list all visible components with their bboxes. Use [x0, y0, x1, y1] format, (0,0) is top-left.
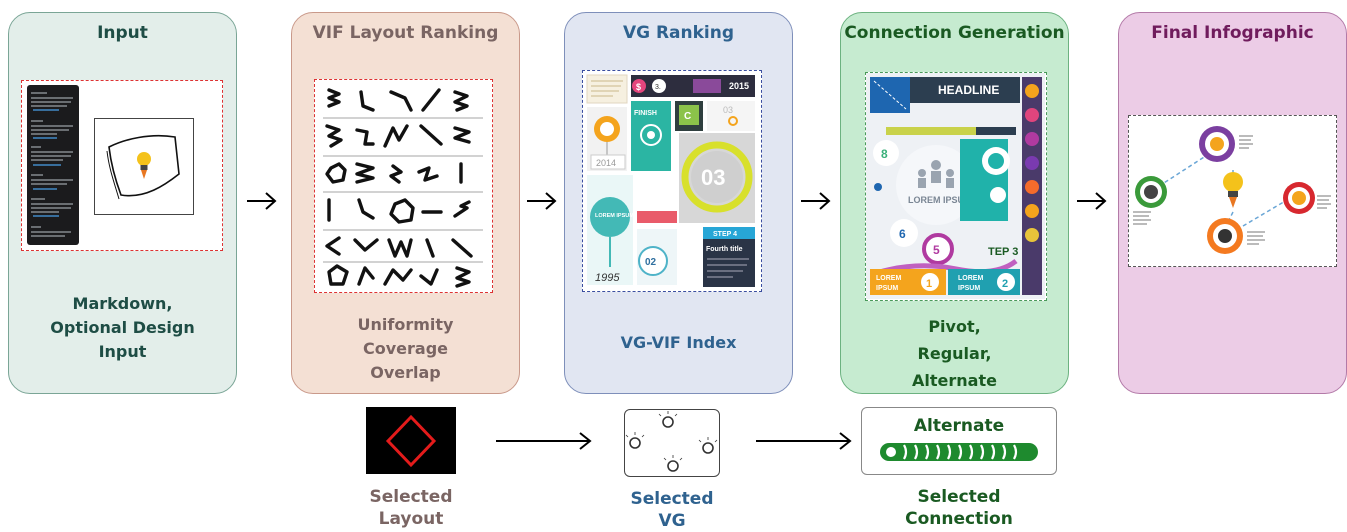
- connection-type-label: Alternate: [913, 416, 1005, 436]
- panel-title: Input: [97, 23, 148, 43]
- gear-icon: [1283, 182, 1315, 214]
- label-line: Selected: [369, 487, 453, 507]
- body-line: Markdown,: [72, 294, 173, 313]
- vg-year-label: 2015: [729, 81, 749, 91]
- markdown-editor: [27, 85, 79, 245]
- vg-badge-number: 02: [645, 257, 657, 268]
- panel-title: Connection Generation: [844, 23, 1065, 43]
- flow-arrow: [247, 192, 277, 210]
- vg-year-label: 1995: [595, 272, 620, 284]
- gear-icon: [1207, 218, 1243, 254]
- panel-title: VG Ranking: [622, 23, 735, 43]
- flow-arrow: [756, 432, 852, 450]
- conn-lorem-b: LOREM: [958, 275, 983, 282]
- body-line: Optional Design: [50, 318, 195, 337]
- svg-text:$: $: [636, 82, 641, 92]
- vg-collage: $ 3. 2015 2014 FINISH C 03: [582, 70, 762, 292]
- gear-icon: [1135, 176, 1167, 208]
- panel-body: Markdown, Optional Design Input: [9, 292, 236, 364]
- sketch-drawing: [106, 134, 180, 200]
- flow-arrow: [801, 192, 831, 210]
- panel-title: VIF Layout Ranking: [312, 23, 499, 43]
- selected-layout-label: Selected Layout: [340, 486, 482, 530]
- selected-connection-label: Selected Connection: [866, 486, 1052, 530]
- conn-lorem-a: LOREM: [876, 275, 901, 282]
- connection-thumbnails: HEADLINE 8: [866, 73, 1045, 299]
- selected-layout-thumb: [366, 407, 456, 474]
- design-sketch: [94, 118, 194, 215]
- vg-step-label: STEP 4: [713, 231, 737, 238]
- svg-text:3.: 3.: [655, 84, 661, 91]
- selected-connection-thumb: Alternate: [861, 407, 1057, 475]
- conn-headline: HEADLINE: [938, 83, 999, 97]
- body-line: Uniformity: [357, 315, 454, 334]
- label-line: Selected: [917, 487, 1001, 507]
- diamond-layout-shape: [385, 414, 437, 468]
- vg-fourth-title: Fourth title: [706, 246, 743, 253]
- conn-number: 2: [1002, 278, 1008, 290]
- vg-points: [625, 411, 718, 472]
- body-line: Coverage: [362, 339, 448, 358]
- vg-year-label: 2014: [596, 158, 616, 168]
- layout-grid: [314, 79, 493, 293]
- panel-vif-layout-ranking: VIF Layout Ranking: [291, 12, 520, 394]
- body-line: VG-VIF Index: [620, 333, 737, 352]
- conn-ipsum-a: IPSUM: [876, 285, 898, 292]
- input-preview: [21, 80, 223, 251]
- label-line: Layout: [378, 509, 444, 529]
- selected-vg-thumb: [624, 409, 720, 477]
- infographic-drawing: [1133, 126, 1331, 254]
- panel-input: Input: [8, 12, 237, 394]
- panel-body: Uniformity Coverage Overlap: [292, 313, 519, 385]
- gear-icon: [1199, 126, 1235, 162]
- flow-arrow: [527, 192, 557, 210]
- svg-text:03: 03: [723, 105, 733, 115]
- label-line: Connection: [905, 509, 1013, 529]
- panel-body: Pivot, Regular, Alternate: [841, 313, 1068, 394]
- conn-number: 5: [933, 243, 940, 257]
- body-line: Regular,: [917, 344, 992, 363]
- panel-final-infographic: Final Infographic: [1118, 12, 1347, 394]
- connection-collage: HEADLINE 8: [865, 72, 1047, 301]
- conn-number: 6: [899, 227, 906, 241]
- selected-vg-label: Selected VG: [600, 488, 744, 532]
- flow-arrow: [1077, 192, 1107, 210]
- body-line: Overlap: [370, 363, 441, 382]
- conn-number: 1: [926, 278, 932, 290]
- label-line: Selected: [630, 489, 714, 509]
- flow-arrow: [496, 432, 592, 450]
- lightbulb-icon: [1223, 172, 1243, 208]
- vg-finish-label: FINISH: [634, 110, 657, 117]
- panel-title: Final Infographic: [1151, 23, 1314, 43]
- conn-lorem: LOREM IPSUM: [908, 195, 972, 205]
- body-line: Pivot,: [928, 317, 981, 336]
- panel-vg-ranking: VG Ranking $ 3. 2015 2014 FINISH: [564, 12, 793, 394]
- conn-ipsum-b: IPSUM: [958, 285, 980, 292]
- label-line: VG: [658, 511, 686, 531]
- markdown-text-lines: [31, 92, 73, 237]
- layout-glyphs: [323, 88, 483, 288]
- alternate-connection-shape: [880, 443, 1038, 461]
- vg-big-number: 03: [701, 165, 725, 190]
- conn-step-label: TEP 3: [988, 246, 1018, 258]
- body-line: Input: [98, 342, 147, 361]
- panel-body: VG-VIF Index: [565, 331, 792, 355]
- vg-lorem-label: LOREM IPSUM: [595, 213, 634, 219]
- panel-connection-generation: Connection Generation HEADLINE: [840, 12, 1069, 394]
- conn-number: 8: [881, 147, 888, 161]
- vg-thumbnails: $ 3. 2015 2014 FINISH C 03: [586, 74, 755, 287]
- svg-text:C: C: [684, 111, 691, 122]
- final-infographic-preview: [1128, 115, 1337, 267]
- lightbulb-icon: [137, 152, 151, 179]
- body-line: Alternate: [912, 371, 997, 390]
